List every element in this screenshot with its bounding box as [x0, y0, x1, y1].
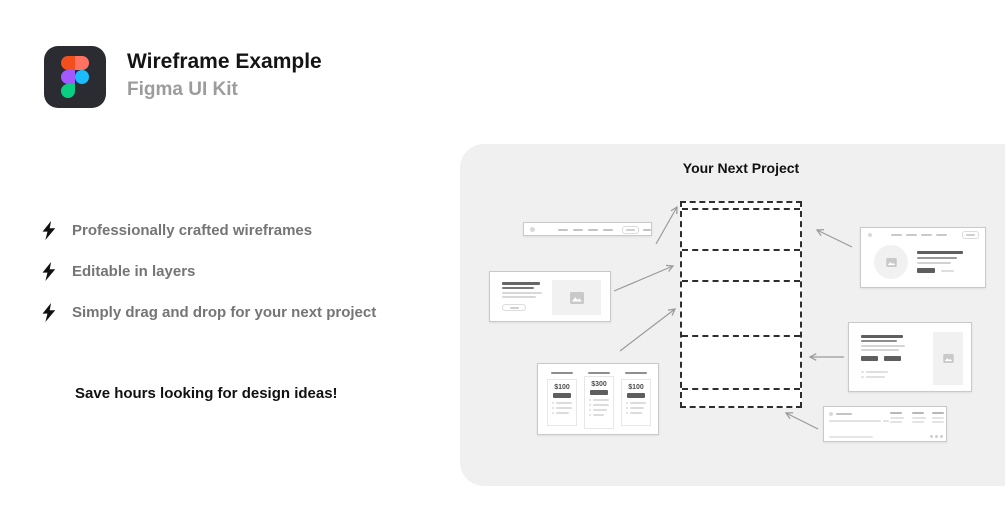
social-dot — [935, 435, 938, 438]
page-title: Wireframe Example — [127, 50, 322, 73]
dropzone-section — [682, 210, 800, 251]
hero-nav-wireframe-thumbnail — [860, 227, 986, 288]
dropzone-section — [682, 390, 800, 406]
target-dropzone — [680, 201, 802, 408]
lightning-bolt-icon — [42, 221, 56, 240]
price-card: $100 — [621, 379, 651, 426]
dropzone-section — [682, 203, 800, 210]
footer-wireframe-thumbnail — [823, 406, 947, 442]
cta-button — [917, 268, 935, 273]
dropzone-section — [682, 282, 800, 337]
image-icon — [942, 354, 954, 363]
price-card: $300 — [584, 376, 614, 429]
nav-button — [622, 226, 639, 234]
figma-logo — [44, 46, 106, 108]
lightning-bolt-icon — [42, 262, 56, 281]
price-label: $100 — [554, 384, 570, 391]
figma-logo-icon — [61, 56, 89, 98]
tagline: Save hours looking for design ideas! — [75, 385, 338, 402]
hero-wireframe-thumbnail — [489, 271, 611, 322]
image-icon — [569, 291, 584, 304]
navbar-wireframe-thumbnail — [523, 222, 652, 236]
cta-button — [861, 356, 878, 361]
cta-button — [884, 356, 901, 361]
dropzone-section — [682, 337, 800, 390]
page-subtitle: Figma UI Kit — [127, 79, 238, 100]
price-label: $100 — [628, 384, 644, 391]
price-card: $100 — [547, 379, 577, 426]
price-button — [590, 390, 608, 395]
social-dot — [940, 435, 943, 438]
image-placeholder — [933, 332, 963, 385]
feature-label: Professionally crafted wireframes — [72, 222, 313, 239]
panel-title: Your Next Project — [682, 160, 800, 176]
social-dot — [930, 435, 933, 438]
feature-item: Simply drag and drop for your next proje… — [40, 303, 376, 322]
logo-dot — [530, 227, 535, 232]
image-placeholder — [874, 245, 908, 279]
pricing-wireframe-thumbnail: $100 $300 $100 — [537, 363, 659, 435]
price-button — [553, 393, 571, 398]
image-placeholder — [552, 280, 601, 315]
feature-label: Editable in layers — [72, 263, 196, 280]
feature-item: Editable in layers — [40, 262, 195, 281]
dropzone-section — [682, 251, 800, 282]
price-button — [627, 393, 645, 398]
image-icon — [885, 257, 897, 267]
nav-button — [962, 231, 979, 239]
price-label: $300 — [591, 381, 607, 388]
lightning-bolt-icon — [42, 303, 56, 322]
feature-item: Professionally crafted wireframes — [40, 221, 312, 240]
content-wireframe-thumbnail — [848, 322, 972, 392]
hero-button — [502, 304, 526, 311]
feature-label: Simply drag and drop for your next proje… — [72, 304, 377, 321]
